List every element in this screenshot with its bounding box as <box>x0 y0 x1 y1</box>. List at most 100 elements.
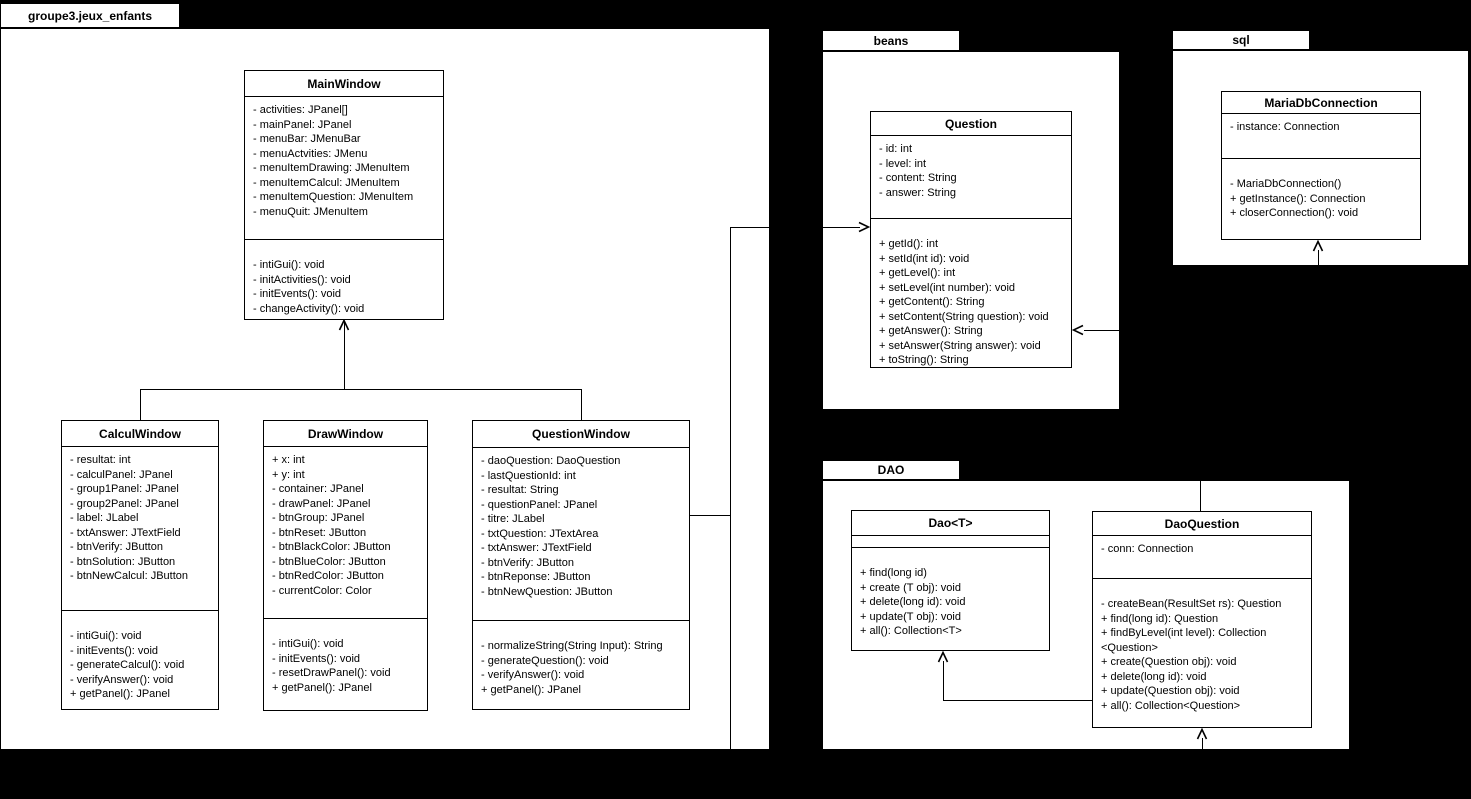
class-title: DrawWindow <box>264 421 427 447</box>
member-line: - menuActvities: JMenu <box>253 147 368 160</box>
class-daoquestion[interactable]: DaoQuestion - conn: Connection - createB… <box>1092 511 1312 728</box>
class-questionwindow[interactable]: QuestionWindow - daoQuestion: DaoQuestio… <box>472 420 690 710</box>
member-line: + getPanel(): JPanel <box>481 683 581 696</box>
class-title: DaoQuestion <box>1093 512 1311 536</box>
member-line: - btnNewQuestion: JButton <box>481 585 613 598</box>
member-line: - group1Panel: JPanel <box>70 483 179 495</box>
member-line: - btnBlueColor: JButton <box>272 555 386 568</box>
member-line: + getLevel(): int <box>879 267 956 279</box>
package-tab-beans: beans <box>822 30 960 51</box>
member-line: - container: JPanel <box>272 483 364 495</box>
member-line: - resultat: int <box>70 454 131 466</box>
member-line: + getPanel(): JPanel <box>70 688 170 700</box>
edge-questionwindow-vertical <box>729 227 731 750</box>
member-line: - resultat: String <box>481 484 559 496</box>
member-line: - label: JLabel <box>70 512 139 524</box>
edge-questionwindow-to-question-a <box>730 226 770 228</box>
methods-compartment: - createBean(ResultSet rs): Question+ fi… <box>1093 579 1311 727</box>
member-line: + toString(): String <box>879 354 969 366</box>
member-line: - menuBar: JMenuBar <box>253 133 361 145</box>
class-mariadbconnection[interactable]: MariaDbConnection - instance: Connection… <box>1221 91 1421 240</box>
methods-compartment: - normalizeString(String Input): String -… <box>473 621 689 709</box>
class-title: CalculWindow <box>62 421 218 447</box>
arrowhead-up-mainwindow <box>338 319 350 331</box>
arrowhead-up-dao <box>937 651 949 663</box>
attributes-compartment: - daoQuestion: DaoQuestion- lastQuestion… <box>473 448 689 621</box>
member-line: - conn: Connection <box>1101 543 1194 555</box>
member-line: - btnBlackColor: JButton <box>272 541 391 553</box>
member-line: - btnSolution: JButton <box>70 555 176 568</box>
member-line: - btnVerify: JButton <box>70 541 163 553</box>
member-line: - titre: JLabel <box>481 513 545 525</box>
member-line: - daoQuestion: DaoQuestion <box>481 455 621 467</box>
member-line: + find(long id): Question <box>1101 612 1219 625</box>
methods-compartment: - intiGui(): void- initEvents(): void- g… <box>62 611 218 709</box>
member-line: - initEvents(): void <box>70 644 159 657</box>
attributes-compartment <box>852 536 1049 548</box>
edge-questionwindow-right <box>690 514 731 516</box>
member-line: - btnVerify: JButton <box>481 556 574 569</box>
member-line: - currentColor: Color <box>272 584 372 597</box>
member-line: - group2Panel: JPanel <box>70 497 179 510</box>
member-line: + y: int <box>272 468 305 481</box>
member-line: - answer: String <box>879 186 957 199</box>
edge-stub-questionwindow <box>580 389 582 420</box>
package-label: beans <box>873 33 909 48</box>
member-line: + getId(): int <box>879 238 939 250</box>
methods-compartment: - intiGui(): void- initEvents(): void- r… <box>264 619 427 710</box>
edge-daoquestion-to-question <box>1084 329 1120 331</box>
class-calculwindow[interactable]: CalculWindow - resultat: int - calculPane… <box>61 420 219 710</box>
member-line: - txtAnswer: JTextField <box>481 542 592 554</box>
member-line: + update(T obj): void <box>860 610 961 623</box>
package-tab-dao: DAO <box>822 460 960 480</box>
attributes-compartment: - resultat: int - calculPanel: JPanel - gr… <box>62 447 218 611</box>
class-title: QuestionWindow <box>473 421 689 448</box>
package-label: groupe3.jeux_enfants <box>27 8 153 23</box>
member-line: + all(): Collection<Question> <box>1101 699 1241 712</box>
member-line: + findByLevel(int level): Collection <Qu… <box>1101 627 1267 654</box>
edge-stub-calculwindow <box>139 389 141 420</box>
member-line: - normalizeString(String Input): String <box>481 640 663 652</box>
member-line: + setAnswer(String answer): void <box>879 339 1041 352</box>
member-line: + update(Question obj): void <box>1101 685 1240 697</box>
member-line: - id: int <box>879 143 913 155</box>
member-line: - generateQuestion(): void <box>481 654 609 667</box>
member-line: + create(Question obj): void <box>1101 656 1237 668</box>
arrowhead-right-question <box>858 221 870 233</box>
member-line: - btnReset: JButton <box>272 526 367 539</box>
member-line: - btnNewCalcul: JButton <box>70 570 188 582</box>
member-line: + closerConnection(): void <box>1230 207 1359 219</box>
methods-compartment: + getId(): int + setId(int id): void + get… <box>871 219 1071 367</box>
member-line: + setLevel(int number): void <box>879 281 1016 294</box>
member-line: + delete(long id): void <box>1101 670 1207 683</box>
edge-to-mariadbconnection <box>1317 250 1319 266</box>
member-line: + setContent(String question): void <box>879 310 1049 323</box>
member-line: - menuItemQuestion: JMenuItem <box>253 191 414 203</box>
edge-daoquestion-to-dao-v <box>942 661 944 701</box>
member-line: - calculPanel: JPanel <box>70 468 173 481</box>
member-line: + x: int <box>272 454 305 466</box>
attributes-compartment: - activities: JPanel[]- mainPanel: JPane… <box>245 97 443 240</box>
class-title: Dao<T> <box>852 511 1049 536</box>
edge-to-daoquestion-bottom <box>1201 738 1203 750</box>
member-line: - level: int <box>879 157 927 170</box>
member-line: - activities: JPanel[] <box>253 104 348 116</box>
class-drawwindow[interactable]: DrawWindow + x: int + y: int - container: … <box>263 420 428 711</box>
member-line: + setId(int id): void <box>879 252 970 265</box>
arrowhead-up-mariadbconnection <box>1312 240 1324 252</box>
member-line: - intiGui(): void <box>70 630 142 642</box>
member-line: - drawPanel: JPanel <box>272 497 371 510</box>
class-title: MainWindow <box>245 71 443 97</box>
member-line: - txtQuestion: JTextArea <box>481 527 599 540</box>
member-line: - menuItemCalcul: JMenuItem <box>253 176 400 189</box>
member-line: + all(): Collection<T> <box>860 625 962 637</box>
class-dao-generic[interactable]: Dao<T> + find(long id)+ create (T obj): … <box>851 510 1050 651</box>
methods-compartment: - intiGui(): void- initActivities(): voi… <box>245 240 443 319</box>
methods-compartment: + find(long id)+ create (T obj): void+ d… <box>852 548 1049 650</box>
member-line: - initEvents(): void <box>272 652 361 665</box>
class-question[interactable]: Question - id: int- level: int- content:… <box>870 111 1072 368</box>
member-line: - questionPanel: JPanel <box>481 498 598 511</box>
attributes-compartment: - conn: Connection <box>1093 536 1311 579</box>
class-mainwindow[interactable]: MainWindow - activities: JPanel[]- mainP… <box>244 70 444 320</box>
edge-daoquestion-top-stub <box>1199 480 1201 511</box>
